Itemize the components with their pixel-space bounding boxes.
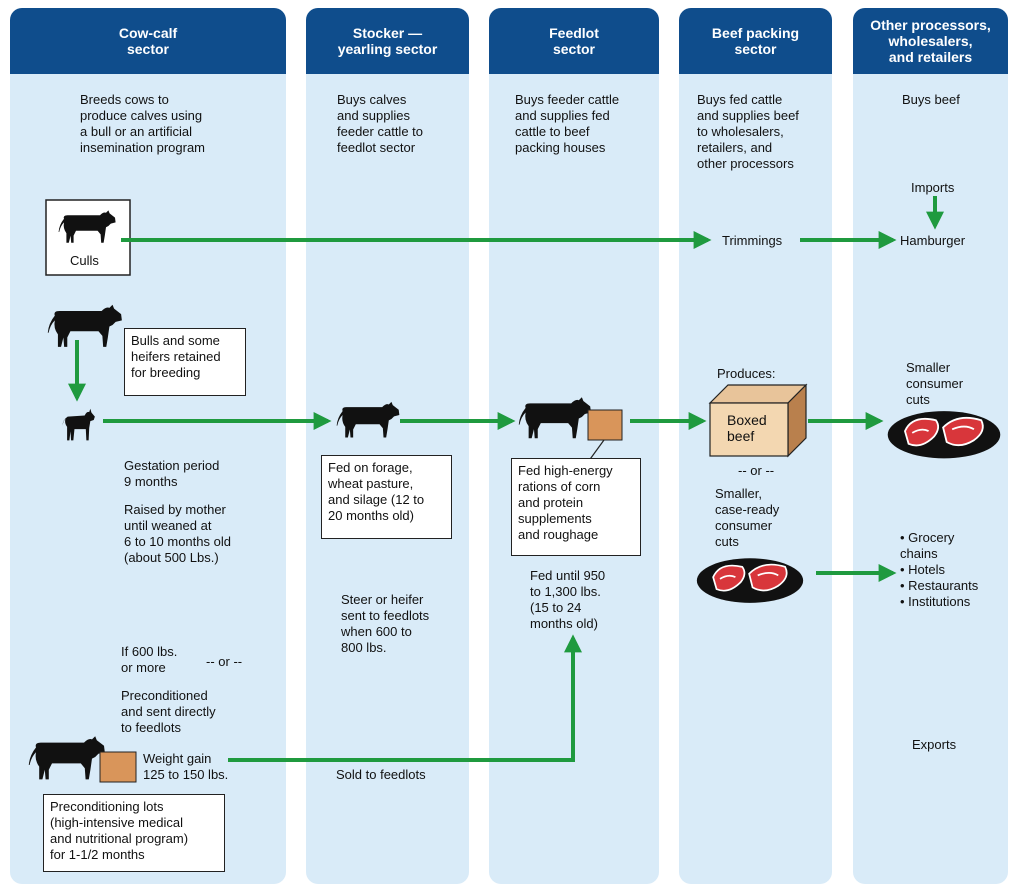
sector-header: Cow-calf sector <box>10 8 286 74</box>
stocker-cow-icon <box>336 401 400 438</box>
sector-column-stocker: Stocker — yearling sector <box>306 8 469 884</box>
outlets-list: • Grocery chains • Hotels • Restaurants … <box>900 530 979 609</box>
trimmings-label: Trimmings <box>722 233 783 248</box>
or-text-1: -- or -- <box>206 654 243 669</box>
case-ready-steak-icon <box>695 557 805 604</box>
calf-icon <box>62 408 95 441</box>
boxed-beef-box <box>708 383 808 458</box>
precond-crate-icon <box>99 751 137 783</box>
fed-forage-box: Fed on forage, wheat pasture, and silage… <box>321 455 452 539</box>
bulls-heifers-box: Bulls and some heifers retained for bree… <box>124 328 246 396</box>
sector-description-cow-calf: Breeds cows to produce calves using a bu… <box>80 92 206 155</box>
sector-description-packing: Buys fed cattle and supplies beef to who… <box>697 92 799 171</box>
produces-label: Produces: <box>717 366 776 381</box>
sector-header: Feedlot sector <box>489 8 659 74</box>
fed-until-text: Fed until 950 to 1,300 lbs. (15 to 24 mo… <box>530 568 606 631</box>
or-text-2: -- or -- <box>738 463 775 478</box>
feed-crate-icon <box>587 409 623 441</box>
raised-text: Raised by mother until weaned at 6 to 10… <box>124 502 231 565</box>
sector-description-feedlot: Buys feeder cattle and supplies fed catt… <box>515 92 620 155</box>
preconditioning-lots-box: Preconditioning lots (high-intensive med… <box>43 794 225 872</box>
sector-header: Beef packing sector <box>679 8 832 74</box>
fed-high-energy-box: Fed high-energy rations of corn and prot… <box>511 458 641 556</box>
sector-description-stocker: Buys calves and supplies feeder cattle t… <box>337 92 423 155</box>
if-600-text: If 600 lbs. or more <box>121 644 178 675</box>
precond-to-feedlot-arrow <box>228 634 582 762</box>
exports-label: Exports <box>912 737 957 752</box>
sector-description-retail: Buys beef <box>902 92 960 107</box>
case-ready-text: Smaller, case-ready consumer cuts <box>715 486 780 549</box>
imports-label: Imports <box>911 180 955 195</box>
sector-column-cow-calf: Cow-calf sector <box>10 8 286 884</box>
smaller-cuts-steak-icon <box>886 410 1002 460</box>
smaller-consumer-text: Smaller consumer cuts <box>906 360 964 407</box>
sold-to-feedlots-text: Sold to feedlots <box>336 767 426 782</box>
gestation-text: Gestation period 9 months <box>124 458 220 489</box>
feedlot-cow-icon <box>518 397 591 439</box>
preconditioned-text: Preconditioned and sent directly to feed… <box>121 688 216 735</box>
hamburger-label: Hamburger <box>900 233 966 248</box>
steer-heifer-text: Steer or heifer sent to feedlots when 60… <box>341 592 430 655</box>
bull-icon <box>47 304 122 347</box>
boxed-beef-label: Boxed beef <box>727 412 767 444</box>
weight-gain-text: Weight gain 125 to 150 lbs. <box>143 751 229 782</box>
sector-header: Other processors, wholesalers, and retai… <box>853 8 1008 74</box>
culls-label: Culls <box>70 253 99 268</box>
precond-cow-icon <box>28 736 105 780</box>
sector-header: Stocker — yearling sector <box>306 8 469 74</box>
culls-box <box>45 199 131 276</box>
